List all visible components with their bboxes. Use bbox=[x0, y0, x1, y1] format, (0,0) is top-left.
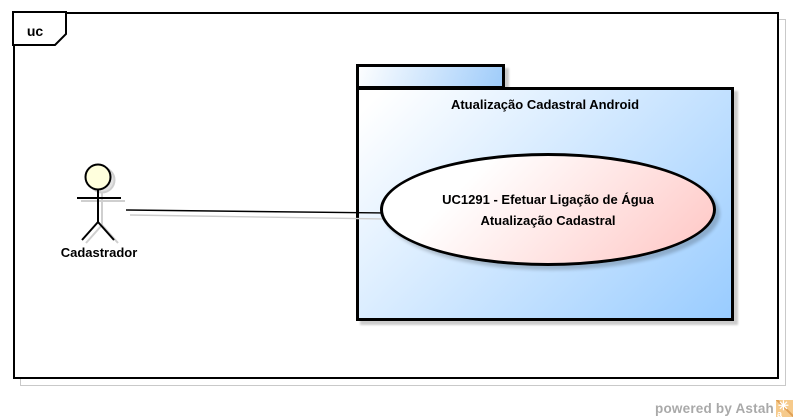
frame-kind-label: uc bbox=[26, 23, 44, 39]
astah-logo-letter: a bbox=[777, 409, 783, 417]
actor-figure bbox=[77, 163, 125, 244]
use-case-ellipse: UC1291 - Efetuar Ligação de Água Atualiz… bbox=[380, 153, 716, 266]
actor-body bbox=[77, 163, 121, 241]
astah-logo-star: ✳ bbox=[778, 400, 790, 413]
package-tab bbox=[356, 64, 505, 89]
frame-pentagon bbox=[12, 11, 67, 46]
association-line bbox=[125, 209, 387, 220]
actor-name: Cadastrador bbox=[60, 245, 138, 260]
watermark: powered by Astah ✳ a bbox=[655, 400, 793, 417]
astah-logo-icon: ✳ a bbox=[776, 400, 793, 417]
use-case-name: UC1291 - Efetuar Ligação de Água Atualiz… bbox=[442, 191, 654, 228]
watermark-text: powered by Astah bbox=[655, 401, 774, 416]
package-title: Atualização Cadastral Android bbox=[450, 97, 640, 112]
